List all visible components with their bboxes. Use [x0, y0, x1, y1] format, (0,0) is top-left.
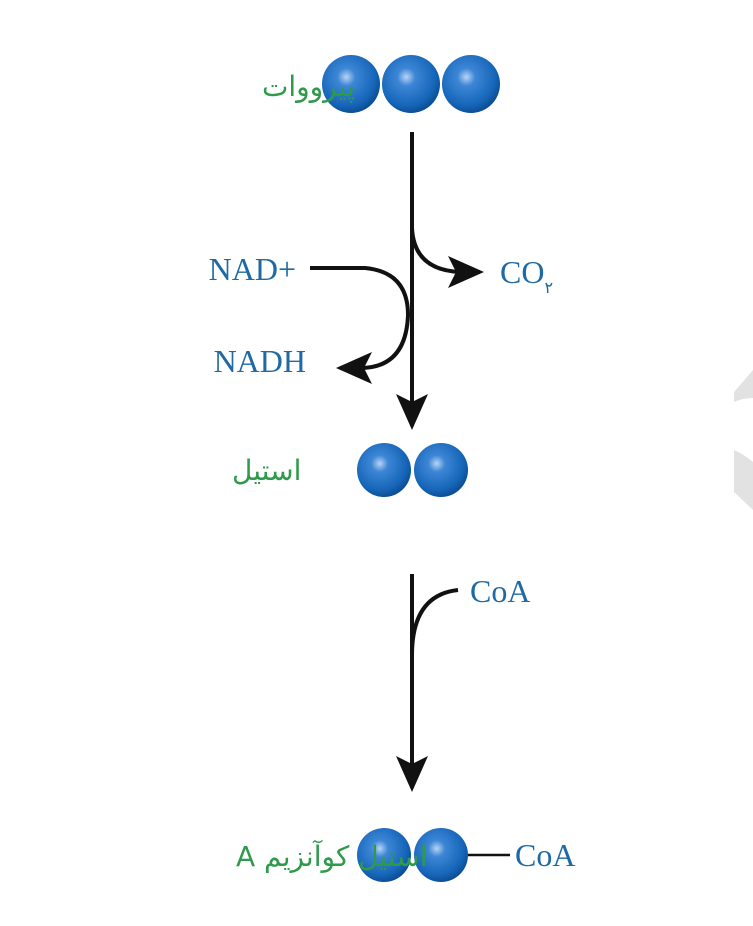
acetyl-molecule: [357, 443, 468, 497]
pyruvate-label: پیرووات: [262, 70, 355, 103]
acetyl-coa-molecule: [357, 828, 510, 882]
co2-label: CO۲: [500, 254, 553, 297]
nad-plus-label: NAD+: [209, 251, 296, 287]
acetyl-coa-attached-label: CoA: [515, 837, 575, 873]
nadh-label: NADH: [214, 343, 306, 379]
coa-addition-arrow: [410, 588, 459, 656]
watermark-shape: [734, 450, 753, 510]
co2-release-arrow: [410, 227, 484, 288]
acetyl-label: استیل: [232, 454, 301, 487]
coa-label: CoA: [470, 573, 530, 609]
nad-reduction-arrow: [310, 266, 411, 384]
acetyl-coa-label: استیل کوآنزیم A: [236, 840, 428, 873]
pyruvate-molecule: [322, 55, 500, 113]
watermark-shape: [734, 370, 753, 402]
